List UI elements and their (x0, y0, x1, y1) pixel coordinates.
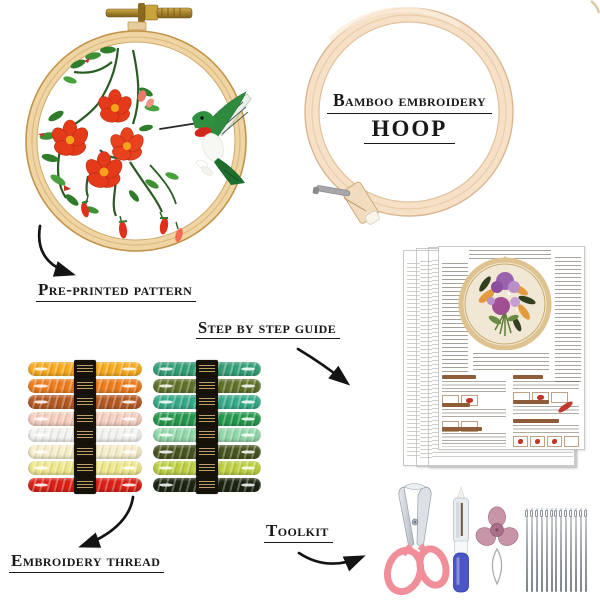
preprinted-pattern-hoop-photo (25, 3, 252, 252)
needle (554, 508, 558, 592)
arrows (37, 224, 366, 572)
cropped-edge-artifact (590, 0, 600, 14)
needle (564, 508, 568, 592)
arrow-to-thread-label (78, 495, 135, 548)
hoop-screw (105, 3, 193, 31)
guide-annotation-text (473, 353, 549, 371)
instruction-section (442, 427, 506, 447)
needle (525, 508, 528, 592)
label-bamboo-hoop: Bamboo embroidery HOOP (317, 90, 502, 144)
thread-label-band (74, 426, 96, 444)
thread-label-band (196, 393, 218, 411)
instruction-section (442, 403, 506, 432)
label-bamboo-hoop-line1: Bamboo embroidery (326, 90, 493, 114)
guide-hoop-illustration (458, 256, 552, 350)
thread-label-band (196, 409, 218, 428)
thread-skein-cream (28, 442, 142, 461)
thread-skein-rust-brown (28, 393, 142, 411)
bamboo-hoop-clamp (312, 181, 380, 225)
thread-skein-orange (28, 376, 142, 395)
thread-label-band (196, 376, 218, 395)
thread-label-band (74, 409, 96, 428)
thread-skein-mint-green (153, 426, 261, 444)
needle (529, 508, 533, 592)
arrow-to-step-guide (296, 347, 351, 386)
red-leaf-tips (38, 58, 90, 191)
thread-skein-olive-green (153, 376, 261, 395)
thread-label-band (196, 426, 218, 444)
thread-skein-blackish-green (153, 475, 261, 494)
label-step-by-step-guide: Step by step guide (196, 319, 341, 340)
needle (578, 508, 582, 592)
needle (544, 508, 548, 592)
bamboo-hoop-photo (304, 6, 514, 225)
guide-annotation-text (469, 250, 551, 260)
instruction-section (513, 419, 579, 447)
label-embroidery-thread: Embroidery thread (9, 552, 165, 573)
arrow-to-toolkit (297, 551, 366, 572)
thread-skein-red (28, 475, 142, 494)
thread-column-left (28, 360, 142, 494)
thread-skein-emerald-green (153, 409, 261, 428)
flower-buds (81, 90, 183, 242)
guide-annotation-text (555, 257, 581, 385)
seam-ripper (453, 485, 469, 593)
thread-skein-yellow-green (153, 459, 261, 477)
needle (549, 508, 553, 592)
label-toolkit: Toolkit (264, 522, 333, 543)
thread-label-band (74, 393, 96, 411)
red-flowers (52, 89, 144, 188)
thread-skein-pale-yellow (28, 459, 142, 477)
thread-skein-dark-olive (153, 442, 261, 461)
needle (583, 508, 587, 592)
needle (534, 508, 538, 592)
thread-skein-pale-pink (28, 409, 142, 428)
arrow-to-preprinted-pattern-label (37, 224, 76, 277)
needle (574, 508, 578, 592)
scissors (383, 483, 450, 596)
needle (539, 508, 543, 592)
flower-needle-threader (475, 506, 519, 586)
thread-skein-golden-yellow (28, 360, 142, 378)
instruction-section (513, 375, 579, 403)
thread-column-right (153, 360, 261, 494)
thread-skein-sea-green (153, 360, 261, 378)
instruction-section (513, 400, 579, 414)
needle (559, 508, 563, 592)
label-preprinted-pattern: Pre-printed pattern (36, 281, 197, 302)
thread-skein-white (28, 426, 142, 444)
thread-label-band (74, 360, 96, 378)
thread-label-band (196, 475, 218, 494)
needle-set (525, 508, 587, 592)
label-bamboo-hoop-line2: HOOP (363, 116, 456, 144)
thread-skein-teal-green (153, 393, 261, 411)
needle (569, 508, 573, 592)
thread-label-band (74, 459, 96, 477)
hummingbird-illustration (159, 91, 252, 185)
thread-label-band (74, 475, 96, 494)
thread-label-band (74, 442, 96, 461)
thread-label-band (196, 459, 218, 477)
instruction-section (442, 375, 506, 406)
thread-label-band (74, 376, 96, 395)
embroidery-pattern-illustration (38, 46, 252, 242)
toolkit-photo (383, 483, 519, 596)
threader-wire-loop (491, 547, 503, 586)
thread-label-band (196, 442, 218, 461)
guide-sheet-front (438, 246, 585, 450)
thread-label-band (196, 360, 218, 378)
step-guide-sheets (401, 246, 585, 468)
